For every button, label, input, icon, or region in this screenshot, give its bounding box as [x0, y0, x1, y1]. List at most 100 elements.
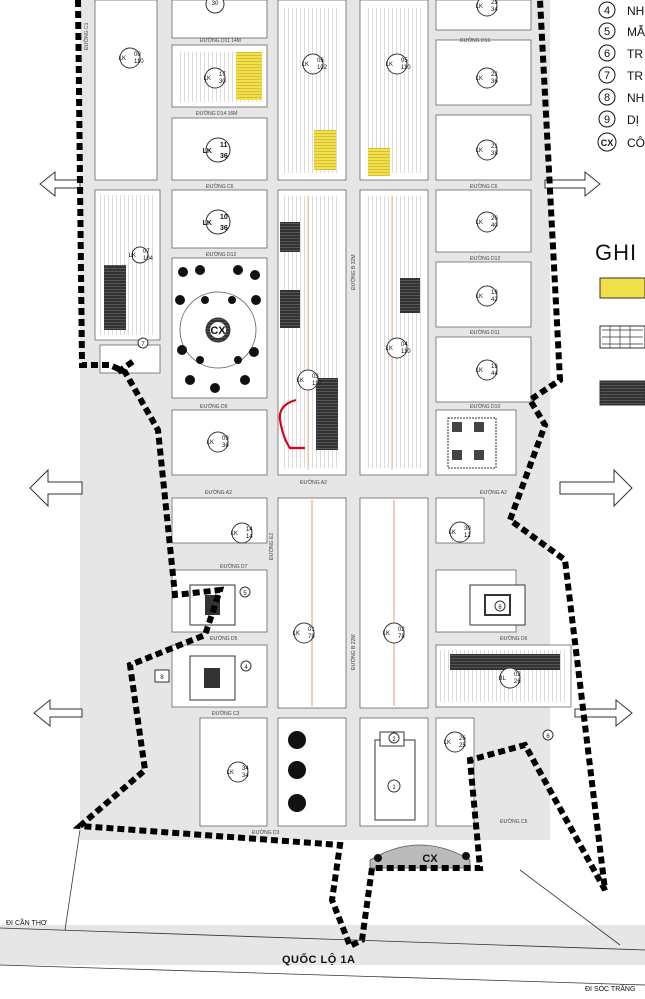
svg-text:LK: LK — [476, 4, 483, 10]
facility-6b: 6 — [546, 734, 550, 740]
svg-text:LK: LK — [297, 378, 304, 384]
svg-text:36: 36 — [220, 153, 228, 160]
facility-1: 1 — [392, 785, 396, 791]
road-label-e2: ĐƯỜNG E2 — [268, 533, 275, 560]
svg-text:TR: TR — [627, 47, 643, 61]
svg-text:07: 07 — [143, 249, 150, 255]
road-label-d12-right: ĐƯỜNG D12 — [470, 255, 500, 262]
svg-text:14: 14 — [246, 534, 253, 540]
legend-item-6: 6 TR — [598, 44, 643, 62]
svg-text:BL: BL — [499, 676, 507, 682]
park-label-cx-top: CX — [210, 325, 226, 337]
dark-lots — [104, 222, 560, 670]
svg-text:LK: LK — [476, 148, 483, 154]
svg-text:LK: LK — [476, 220, 483, 226]
legend-swatch-yellow — [599, 277, 645, 299]
project-boundary — [72, 0, 608, 951]
road-label-d14: ĐƯỜNG D14 16M — [196, 110, 237, 117]
svg-text:7: 7 — [604, 70, 610, 82]
svg-text:36: 36 — [220, 225, 228, 232]
svg-text:LK: LK — [119, 56, 126, 62]
svg-text:42: 42 — [491, 297, 498, 303]
svg-text:LK: LK — [476, 76, 483, 82]
svg-text:LK: LK — [476, 368, 483, 374]
svg-text:04: 04 — [401, 342, 408, 348]
direction-can-tho: ĐI CẦN THƠ — [6, 917, 47, 927]
road-labels: ĐƯỜNG C1 ĐƯỜNG D11 14M ĐƯỜNG D14 16M ĐƯỜ… — [83, 22, 528, 836]
svg-text:40: 40 — [491, 223, 498, 229]
road-label-c6-right: ĐƯỜNG C6 — [470, 183, 498, 190]
svg-text:34: 34 — [242, 766, 249, 772]
svg-text:102: 102 — [317, 65, 328, 71]
road-label-d5: ĐƯỜNG D5 — [210, 635, 238, 642]
svg-text:NH: NH — [627, 91, 644, 105]
legend-swatch-dark — [599, 380, 645, 406]
road-label-d3-left: ĐƯỜNG D3 — [252, 829, 280, 836]
svg-text:6: 6 — [604, 48, 610, 60]
svg-text:110: 110 — [134, 59, 144, 65]
svg-text:LK: LK — [444, 740, 451, 746]
road-label-a2-center: ĐƯỜNG A2 — [300, 479, 327, 486]
svg-text:23: 23 — [491, 0, 498, 6]
svg-text:LK: LK — [203, 148, 212, 155]
svg-text:LK: LK — [302, 62, 309, 68]
svg-text:LK: LK — [231, 531, 238, 537]
svg-text:DỊ: DỊ — [627, 113, 639, 127]
svg-text:02: 02 — [514, 672, 521, 678]
svg-text:05: 05 — [401, 58, 408, 64]
svg-text:06: 06 — [317, 58, 324, 64]
road-label-d11-right: ĐƯỜNG D11 — [470, 329, 500, 336]
road-label-c5: ĐƯỜNG C5 — [500, 818, 528, 825]
svg-text:LK: LK — [383, 631, 390, 637]
svg-text:34: 34 — [242, 773, 249, 779]
facility-5: 5 — [243, 591, 247, 597]
edge-arrows — [29, 170, 633, 728]
facility-8: 8 — [160, 675, 164, 681]
facility-4: 4 — [244, 665, 248, 671]
svg-text:30: 30 — [212, 1, 219, 7]
facility-2: 2 — [392, 737, 396, 743]
svg-text:LK: LK — [449, 530, 456, 536]
facility-7: 7 — [141, 342, 145, 348]
road-label-d16: ĐƯỜNG D16 — [460, 37, 490, 44]
road-label-d9: ĐƯỜNG D9 — [200, 403, 228, 410]
highway-name: QUỐC LỘ 1A — [282, 952, 355, 966]
road-label-a2-left: ĐƯỜNG A2 — [205, 489, 232, 496]
svg-text:NH: NH — [627, 4, 644, 18]
red-highlight-mark — [278, 398, 305, 450]
svg-text:78: 78 — [398, 634, 405, 640]
svg-text:30: 30 — [219, 79, 226, 85]
svg-text:12: 12 — [464, 533, 471, 539]
svg-text:20: 20 — [491, 216, 498, 222]
svg-text:LK: LK — [227, 770, 234, 776]
svg-text:LK: LK — [386, 62, 393, 68]
svg-text:LK: LK — [203, 220, 212, 227]
road-label-b32: ĐƯỜNG B 32M — [350, 254, 357, 290]
svg-text:03: 03 — [312, 374, 319, 380]
svg-text:26: 26 — [459, 736, 466, 742]
svg-text:09: 09 — [222, 436, 229, 442]
svg-text:01: 01 — [308, 627, 315, 633]
svg-text:5: 5 — [604, 26, 610, 38]
svg-text:9: 9 — [604, 114, 610, 126]
road-label-d10: ĐƯỜNG D10 — [470, 403, 500, 410]
